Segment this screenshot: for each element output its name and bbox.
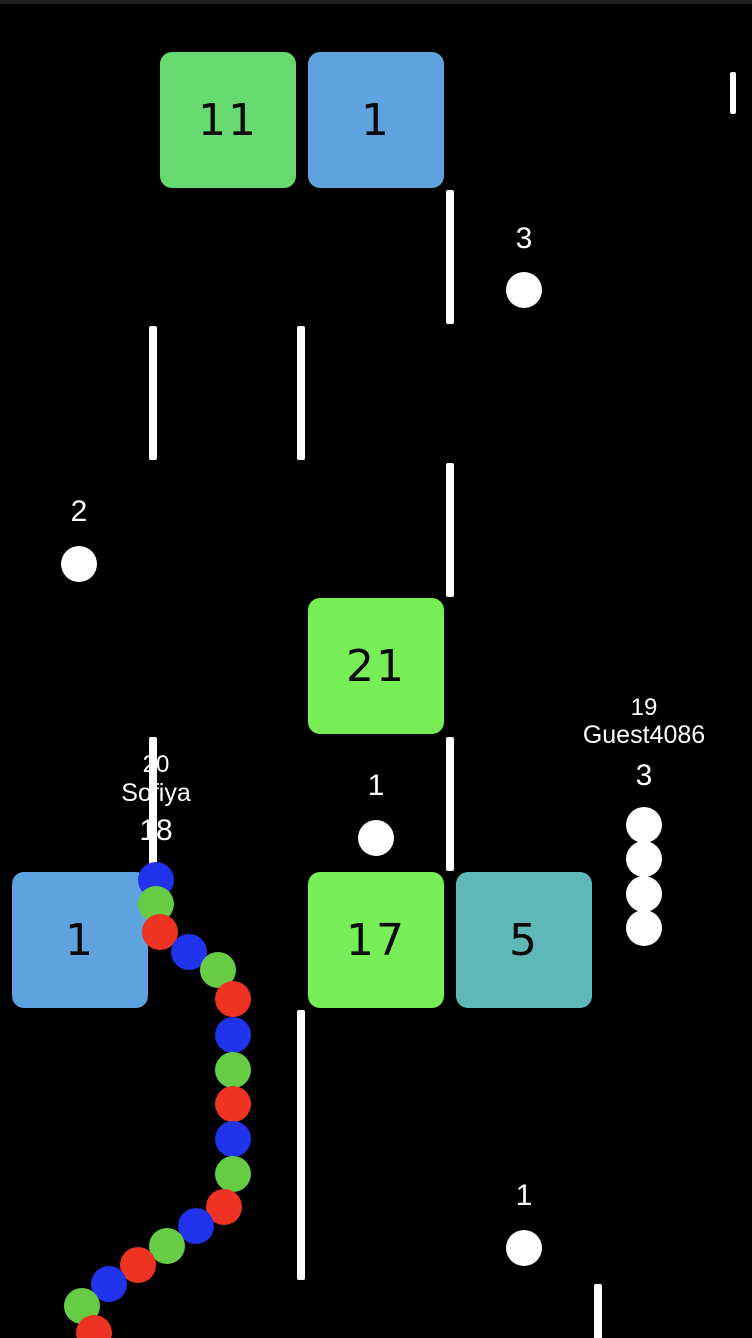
snake-segment [215,1052,251,1088]
food-pellet [358,820,394,856]
block-value: 11 [198,94,258,146]
snake-segment [120,1247,156,1283]
block-value: 21 [346,640,406,692]
food-pellet [61,546,97,582]
food-value: 2 [70,495,88,528]
block: 5 [456,872,592,1008]
wall [149,737,157,871]
wall [730,72,736,114]
top-edge [0,0,752,4]
food-value: 1 [367,769,385,802]
block: 1 [12,872,148,1008]
player-length: 18 [139,814,173,847]
player-name: Sofiya [121,779,191,807]
block: 11 [160,52,296,188]
player-rank: 20 [142,751,170,778]
wall [297,326,305,460]
player-rank: 19 [630,694,658,721]
snake-segment [215,1156,251,1192]
block: 17 [308,872,444,1008]
food-value: 1 [515,1179,533,1212]
snake-segment [215,1086,251,1122]
snake-segment [215,1017,251,1053]
wall [594,1284,602,1338]
snake-segment [76,1315,112,1338]
block-value: 17 [346,914,406,966]
food-pellet [506,1230,542,1266]
block: 1 [308,52,444,188]
snake-segment [626,910,662,946]
food-pellet [506,272,542,308]
snake-segment [215,981,251,1017]
snake-segment [626,807,662,843]
wall [446,463,454,597]
snake-segment [178,1208,214,1244]
wall [149,326,157,460]
block: 21 [308,598,444,734]
snake-segment [626,876,662,912]
snake-segment [149,1228,185,1264]
snake-segment [626,841,662,877]
wall [446,737,454,871]
snake-segment [215,1121,251,1157]
block-value: 5 [509,914,539,966]
block-value: 1 [361,94,391,146]
food-value: 3 [515,222,533,255]
player-name: Guest4086 [582,721,706,749]
player-length: 3 [635,759,653,792]
wall [297,1010,305,1280]
wall [446,190,454,324]
block-value: 1 [65,914,95,966]
